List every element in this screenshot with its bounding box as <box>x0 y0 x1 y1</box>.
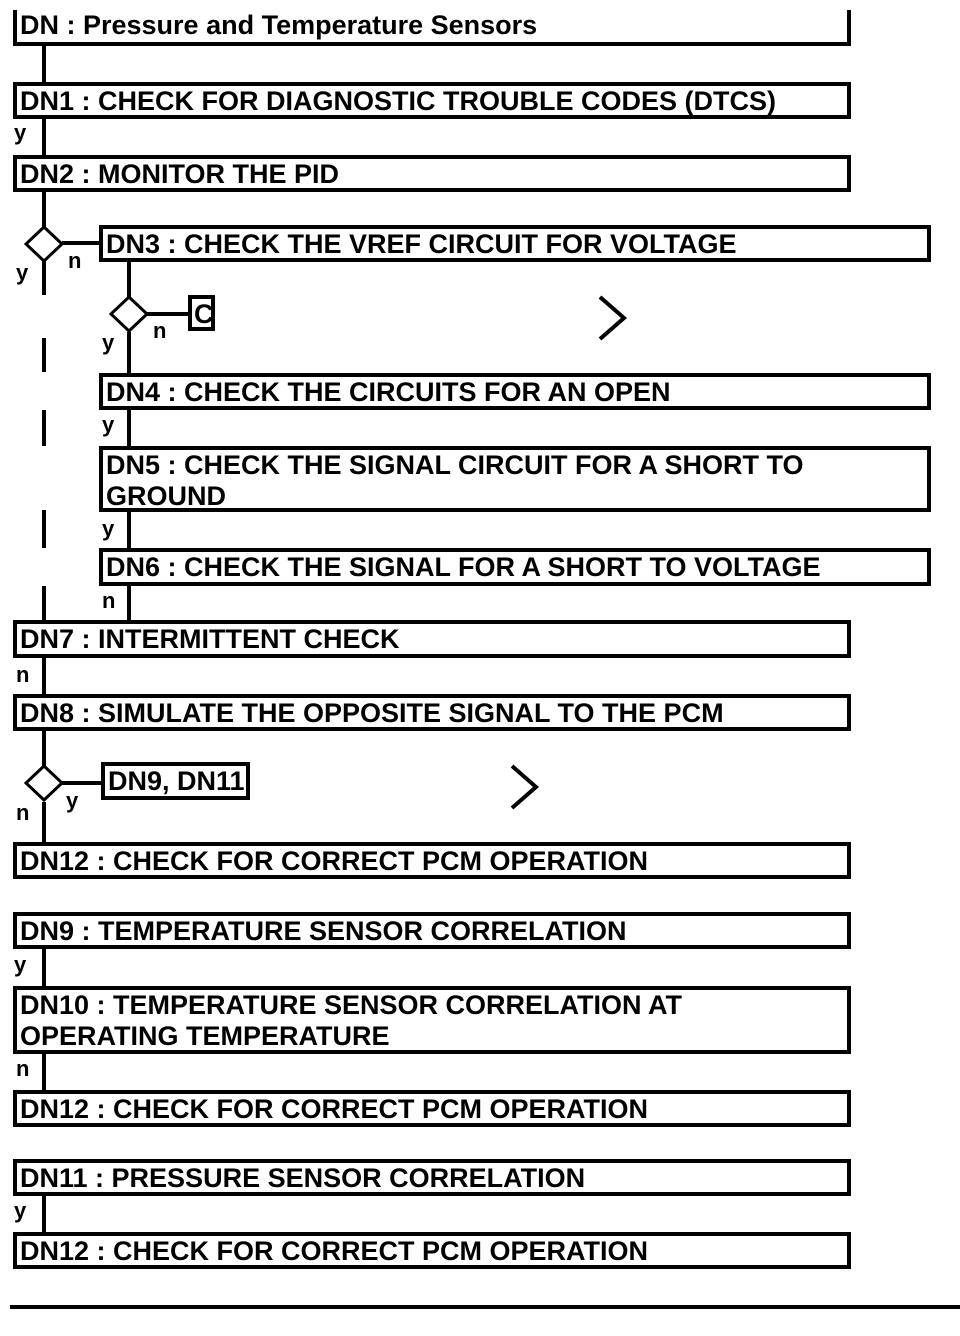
step-dn12: DN12 : CHECK FOR CORRECT PCM OPERATION <box>13 1232 851 1269</box>
step-dn12: DN12 : CHECK FOR CORRECT PCM OPERATION <box>13 842 851 879</box>
branch-label-no: n <box>102 588 116 613</box>
branch-label-yes: y <box>102 516 115 541</box>
chevron-right-icon <box>598 295 628 341</box>
step-dn8: DN8 : SIMULATE THE OPPOSITE SIGNAL TO TH… <box>13 694 851 731</box>
step-dn6: DN6 : CHECK THE SIGNAL FOR A SHORT TO VO… <box>99 548 931 586</box>
step-dn4: DN4 : CHECK THE CIRCUITS FOR AN OPEN <box>99 373 931 410</box>
branch-label-no: n <box>153 318 167 343</box>
branch-label-yes: y <box>14 120 27 145</box>
step-dn10: DN10 : TEMPERATURE SENSOR CORRELATION AT… <box>13 986 851 1054</box>
step-dn11: DN11 : PRESSURE SENSOR CORRELATION <box>13 1159 851 1196</box>
header-title: DN : Pressure and Temperature Sensors <box>13 10 851 46</box>
branch-label-no: n <box>16 662 30 687</box>
step-dn9-dn11: DN9, DN11 <box>101 762 250 800</box>
branch-label-no: n <box>16 1056 30 1081</box>
step-dn3: DN3 : CHECK THE VREF CIRCUIT FOR VOLTAGE <box>99 225 931 262</box>
decision-diamond <box>23 224 65 264</box>
step-dn9: DN9 : TEMPERATURE SENSOR CORRELATION <box>13 912 851 949</box>
step-c: C <box>188 295 215 331</box>
decision-diamond <box>23 763 65 803</box>
chevron-right-icon <box>510 764 540 810</box>
step-dn1: DN1 : CHECK FOR DIAGNOSTIC TROUBLE CODES… <box>13 82 851 119</box>
branch-label-yes: y <box>66 788 79 813</box>
step-dn12: DN12 : CHECK FOR CORRECT PCM OPERATION <box>13 1090 851 1127</box>
branch-label-yes: y <box>102 412 115 437</box>
branch-label-yes: y <box>102 330 115 355</box>
branch-label-yes: y <box>14 1198 27 1223</box>
decision-diamond <box>108 294 150 334</box>
branch-label-yes: y <box>16 260 29 285</box>
branch-label-yes: y <box>14 952 27 977</box>
step-dn2: DN2 : MONITOR THE PID <box>13 155 851 192</box>
branch-label-no: n <box>68 248 82 273</box>
step-dn5: DN5 : CHECK THE SIGNAL CIRCUIT FOR A SHO… <box>99 446 931 512</box>
branch-label-no: n <box>16 800 30 825</box>
step-dn7: DN7 : INTERMITTENT CHECK <box>13 620 851 658</box>
